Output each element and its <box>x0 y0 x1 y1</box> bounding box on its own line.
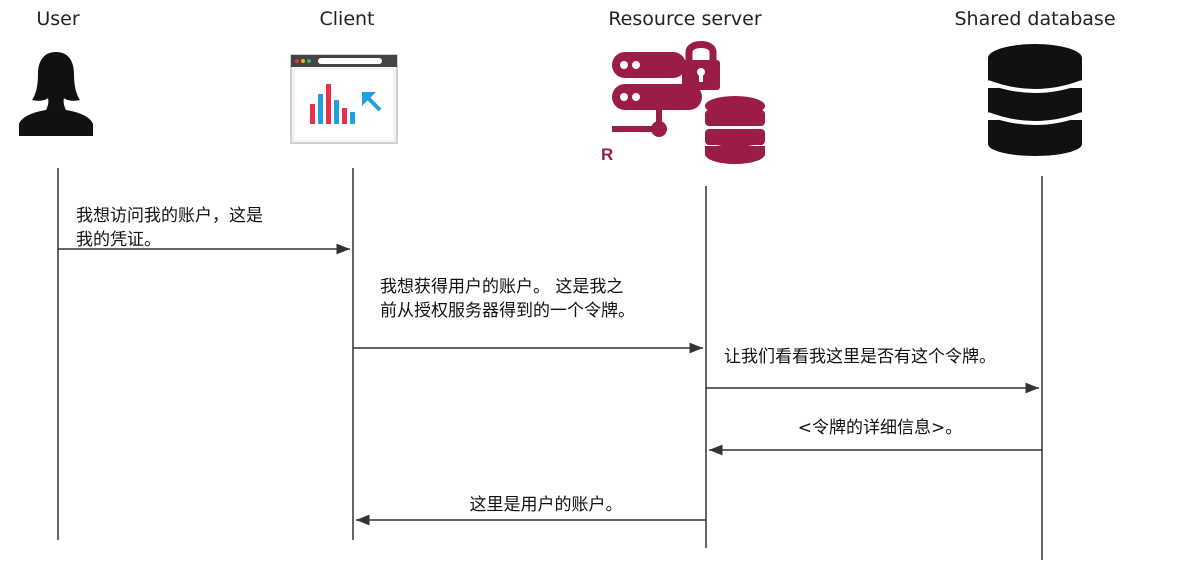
message-4: <令牌的详细信息>。 <box>798 416 963 440</box>
message-3-line-1: 让我们看看我这里是否有这个令牌。 <box>724 347 996 367</box>
database-icon <box>987 44 1083 156</box>
actor-label-client: Client <box>319 8 375 30</box>
user-icon <box>19 52 93 136</box>
message-1-line-2: 我的凭证。 <box>76 230 161 250</box>
message-5-line-1: 这里是用户的账户。 <box>469 495 623 515</box>
resource-server-badge: R <box>601 145 614 164</box>
actor-label-shared-database: Shared database <box>954 8 1116 30</box>
message-3: 让我们看看我这里是否有这个令牌。 <box>724 345 996 369</box>
message-2-line-1: 我想获得用户的账户。 这是我之 <box>380 277 624 297</box>
browser-chart-icon <box>290 54 398 144</box>
message-2: 我想获得用户的账户。 这是我之 前从授权服务器得到的一个令牌。 <box>380 275 635 323</box>
server-lock-database-icon <box>612 41 765 164</box>
message-4-line-1: <令牌的详细信息>。 <box>797 418 963 438</box>
message-5: 这里是用户的账户。 <box>470 493 623 517</box>
message-1-line-1: 我想访问我的账户，这是 <box>76 206 263 226</box>
message-1: 我想访问我的账户，这是 我的凭证。 <box>76 204 263 252</box>
message-2-line-2: 前从授权服务器得到的一个令牌。 <box>380 301 635 321</box>
actor-label-resource-server: Resource server <box>608 8 762 30</box>
actor-label-user: User <box>36 8 80 30</box>
